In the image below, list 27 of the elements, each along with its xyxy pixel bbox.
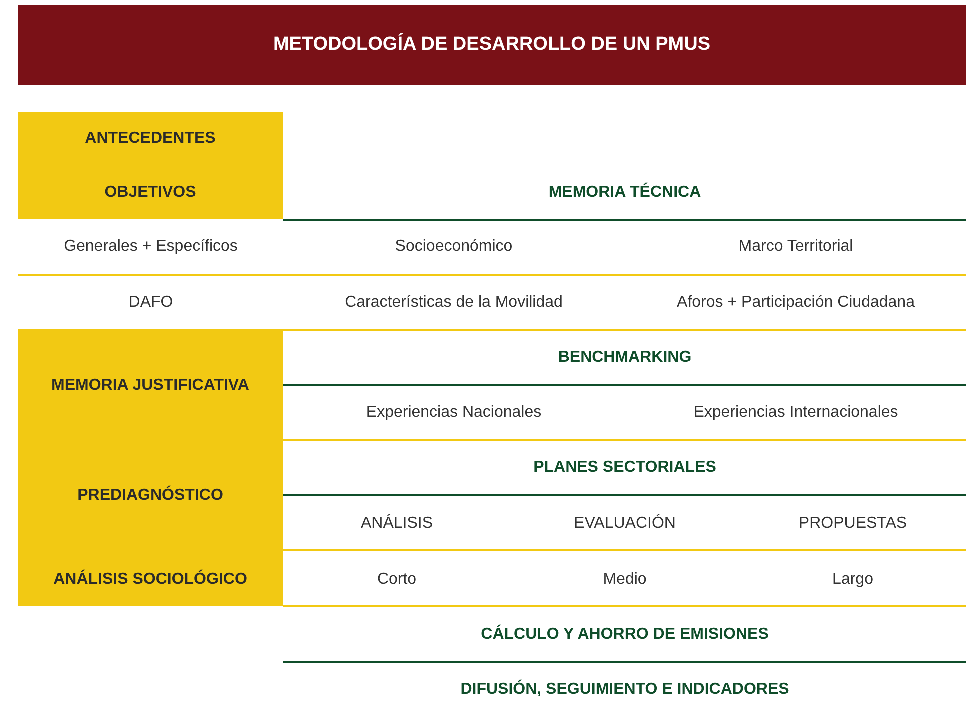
section-heading: OBJETIVOS [104, 184, 198, 202]
section-block [18, 330, 283, 606]
table-cell-text: Características de la Movilidad [345, 294, 563, 312]
section-heading: MEMORIA TÉCNICA [548, 184, 702, 202]
table-cell-text: Corto [377, 571, 417, 589]
table-cell-text: Socioeconómico [395, 238, 513, 256]
table-cell-text: ANÁLISIS [360, 515, 434, 533]
section-block [18, 112, 283, 219]
section-heading: PLANES SECTORIALES [534, 459, 716, 477]
section-heading: PREDIAGNÓSTICO [76, 487, 224, 505]
table-cell-text: Medio [603, 571, 647, 589]
table-cell-text: Marco Territorial [738, 238, 854, 256]
section-heading: DIFUSIÓN, SEGUIMIENTO E INDICADORES [460, 681, 790, 699]
table-cell-text: PROPUESTAS [798, 515, 908, 533]
table-cell-text: EVALUACIÓN [574, 515, 676, 533]
table-cell-text: Aforos + Participación Ciudadana [677, 294, 915, 312]
section-heading: ANÁLISIS SOCIOLÓGICO [52, 571, 248, 589]
section-heading: MEMORIA JUSTIFICATIVA [50, 377, 250, 395]
table-cell-text: Generales + Específicos [64, 238, 238, 256]
section-heading: CÁLCULO Y AHORRO DE EMISIONES [481, 626, 769, 644]
table-cell-text: DAFO [128, 294, 174, 312]
table-cell-text: Largo [832, 571, 874, 589]
table-cell-text: Experiencias Internacionales [694, 404, 898, 422]
section-heading: BENCHMARKING [558, 349, 692, 367]
table-cell-text: Experiencias Nacionales [366, 404, 542, 422]
section-heading: ANTECEDENTES [84, 130, 217, 148]
title: METODOLOGÍA DE DESARROLLO DE UN PMUS [273, 34, 711, 56]
